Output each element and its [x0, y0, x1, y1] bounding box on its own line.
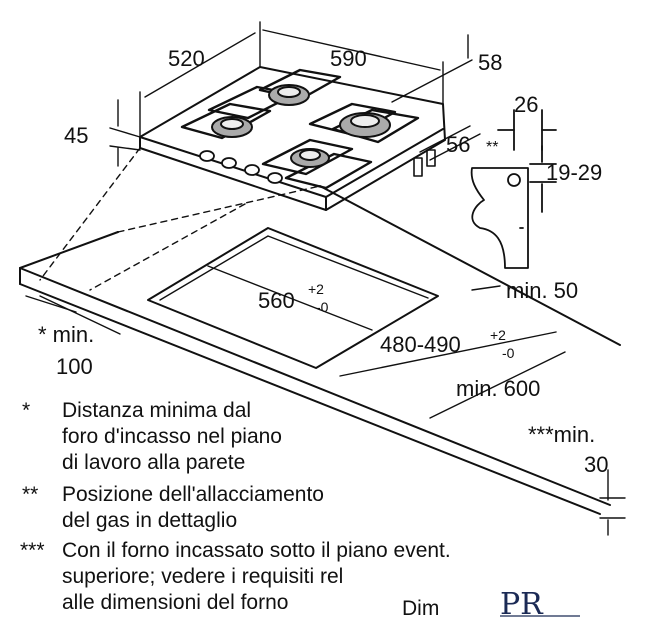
knob-icon [199, 150, 283, 184]
dim-oven-min-label: ***min. [528, 422, 595, 447]
note-2-line-1: Posizione dell'allacciamento [62, 483, 324, 506]
truncated-text: Dim [402, 597, 440, 620]
logo-text: PR [500, 587, 544, 622]
note-1-line-2: foro d'incasso nel piano [62, 425, 282, 448]
dim-min600: min. 600 [456, 376, 540, 401]
dim-height: 45 [64, 123, 88, 148]
dim-cut-depth-plus: +2 [490, 327, 506, 343]
worktop [19, 147, 621, 515]
dim-oven-min-value: 30 [584, 452, 608, 477]
brand-logo: PR [500, 582, 580, 627]
note-3-line-3: alle dimensioni del forno [62, 591, 289, 614]
dim-wall-min-value: 100 [56, 354, 93, 379]
note-mark-2: ** [22, 483, 39, 506]
logo-icon: PR [500, 587, 580, 622]
gas-connection-detail [470, 109, 557, 269]
dim-cut-width-plus: +2 [308, 281, 324, 297]
dim-58: 58 [478, 50, 502, 75]
gas-marker: ** [486, 139, 498, 156]
note-3-line-2: superiore; vedere i requisiti rel [62, 565, 344, 588]
dim-depth: 590 [330, 46, 367, 71]
dim-wall-min-label: * min. [38, 322, 94, 347]
note-2-line-2: del gas in dettaglio [62, 509, 238, 532]
note-1-line-3: di lavoro alla parete [62, 451, 246, 474]
dim-gas-width: 26 [514, 92, 538, 117]
burner-icon [211, 84, 391, 168]
hob-feet [413, 149, 436, 177]
dim-cut-depth: 480-490 [380, 332, 461, 357]
dim-cut-width-minus: -0 [316, 299, 329, 315]
dimension-lines [109, 21, 481, 167]
note-3-line-1: Con il forno incassato sotto il piano ev… [62, 539, 451, 562]
note-1-line-1: Distanza minima dal [62, 399, 252, 422]
dim-min50: min. 50 [506, 278, 578, 303]
note-mark-1: * [22, 399, 31, 422]
dimension-labels: 520 590 58 45 56 26 ** 19-29 min. 50 560… [38, 46, 608, 477]
dim-cut-width: 560 [258, 288, 295, 313]
cutout [147, 227, 439, 369]
note-mark-3: *** [20, 539, 45, 562]
dim-width: 520 [168, 46, 205, 71]
cutout-dimension-lines [25, 265, 626, 536]
dim-cut-depth-minus: -0 [502, 345, 515, 361]
dim-56: 56 [446, 132, 470, 157]
dim-gas-range: 19-29 [546, 160, 602, 185]
